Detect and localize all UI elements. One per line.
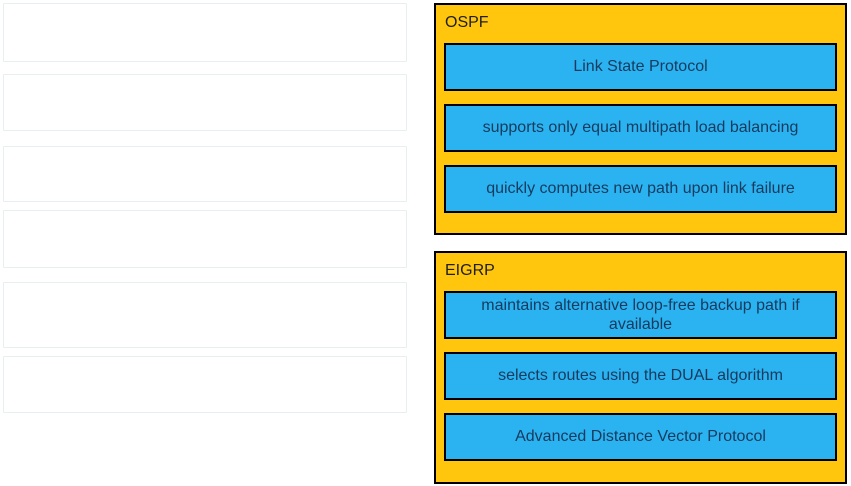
target-group-eigrp: EIGRP maintains alternative loop-free ba… xyxy=(434,251,847,484)
target-group-ospf: OSPF Link State Protocol supports only e… xyxy=(434,3,847,235)
source-slot[interactable] xyxy=(3,146,407,202)
drag-item[interactable]: Advanced Distance Vector Protocol xyxy=(444,413,837,461)
drag-item[interactable]: Link State Protocol xyxy=(444,43,837,91)
drag-item[interactable]: selects routes using the DUAL algorithm xyxy=(444,352,837,400)
source-slot[interactable] xyxy=(3,356,407,413)
source-slot[interactable] xyxy=(3,210,407,268)
drag-item[interactable]: maintains alternative loop-free backup p… xyxy=(444,291,837,339)
source-slot[interactable] xyxy=(3,74,407,131)
drag-item[interactable]: quickly computes new path upon link fail… xyxy=(444,165,837,213)
source-slot[interactable] xyxy=(3,282,407,348)
group-label-ospf: OSPF xyxy=(445,14,489,31)
drag-item[interactable]: supports only equal multipath load balan… xyxy=(444,104,837,152)
group-label-eigrp: EIGRP xyxy=(445,262,495,279)
source-slot[interactable] xyxy=(3,3,407,62)
